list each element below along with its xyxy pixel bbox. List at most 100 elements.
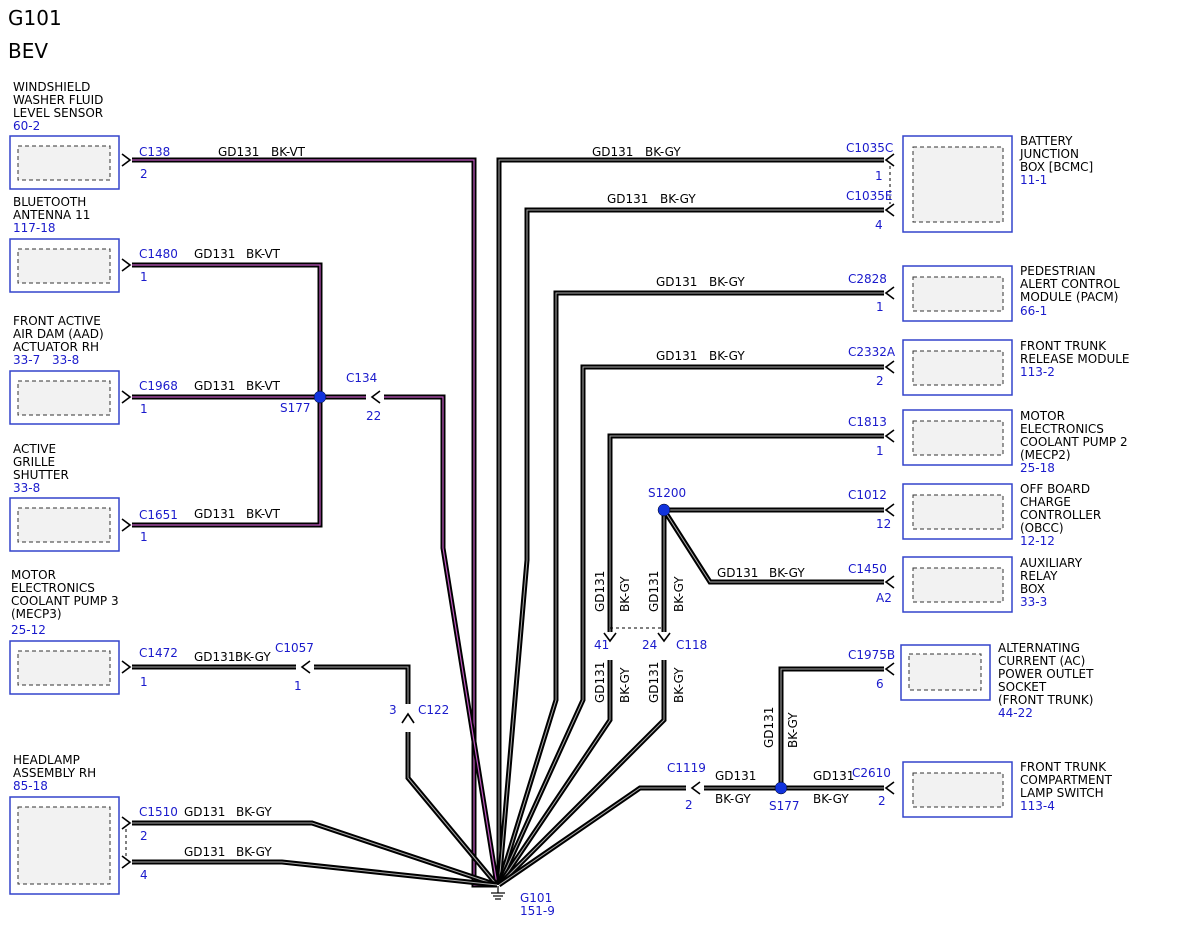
svg-text:ELECTRONICS: ELECTRONICS — [11, 581, 95, 595]
splice-s177-lower: S177 — [769, 781, 800, 813]
svg-text:GD131: GD131 — [647, 571, 661, 612]
svg-text:GD131: GD131 — [647, 662, 661, 703]
svg-text:2: 2 — [140, 829, 148, 843]
svg-text:60-2: 60-2 — [13, 119, 40, 133]
svg-text:1: 1 — [140, 530, 148, 544]
svg-text:OFF BOARD: OFF BOARD — [1020, 482, 1090, 496]
svg-text:GD131: GD131 — [607, 192, 648, 206]
svg-text:WINDSHIELD: WINDSHIELD — [13, 80, 90, 94]
svg-text:BK-GY: BK-GY — [715, 792, 751, 806]
pin-label: 2 — [140, 167, 148, 181]
svg-text:LAMP SWITCH: LAMP SWITCH — [1020, 786, 1104, 800]
svg-text:FRONT ACTIVE: FRONT ACTIVE — [13, 314, 101, 328]
svg-text:33-8: 33-8 — [52, 353, 79, 367]
svg-text:25-18: 25-18 — [1020, 461, 1055, 475]
svg-text:BK-GY: BK-GY — [672, 667, 686, 703]
connector-label: C138 — [139, 145, 170, 159]
svg-text:(MECP2): (MECP2) — [1020, 448, 1071, 462]
svg-text:GD131: GD131 — [218, 145, 259, 159]
svg-text:113-2: 113-2 — [1020, 365, 1055, 379]
svg-text:POWER OUTLET: POWER OUTLET — [998, 667, 1094, 681]
svg-text:C1450: C1450 — [848, 562, 887, 576]
svg-text:3: 3 — [389, 703, 397, 717]
svg-text:C1968: C1968 — [139, 379, 178, 393]
ground-name: G101 — [520, 891, 552, 905]
svg-text:C1510: C1510 — [139, 805, 178, 819]
svg-text:4: 4 — [875, 218, 883, 232]
svg-text:MOTOR: MOTOR — [1020, 409, 1065, 423]
svg-text:(OBCC): (OBCC) — [1020, 521, 1064, 535]
svg-text:PEDESTRIAN: PEDESTRIAN — [1020, 264, 1096, 278]
svg-text:FRONT TRUNK: FRONT TRUNK — [1020, 760, 1107, 774]
ground-ref: 151-9 — [520, 904, 555, 918]
splice-s1200: S1200 — [648, 486, 686, 517]
svg-text:S1200: S1200 — [648, 486, 686, 500]
svg-text:GD131: GD131 — [194, 379, 235, 393]
svg-text:ASSEMBLY RH: ASSEMBLY RH — [13, 766, 96, 780]
svg-text:FRONT TRUNK: FRONT TRUNK — [1020, 339, 1107, 353]
svg-text:BK-GY: BK-GY — [236, 805, 272, 819]
svg-text:GD131: GD131 — [184, 805, 225, 819]
svg-text:113-4: 113-4 — [1020, 799, 1055, 813]
svg-text:11-1: 11-1 — [1020, 173, 1047, 187]
svg-text:BATTERY: BATTERY — [1020, 134, 1073, 148]
svg-text:6: 6 — [876, 677, 884, 691]
svg-text:HEADLAMP: HEADLAMP — [13, 753, 80, 767]
svg-text:CONTROLLER: CONTROLLER — [1020, 508, 1101, 522]
svg-text:COOLANT PUMP 3: COOLANT PUMP 3 — [11, 594, 119, 608]
inline-connector-c1057: C1057 1 — [275, 641, 314, 693]
component-pedestrian-alert: C2828 1 PEDESTRIAN ALERT CONTROL MODULE … — [848, 264, 1120, 322]
svg-text:BK-GY: BK-GY — [235, 650, 271, 664]
svg-text:41: 41 — [594, 638, 609, 652]
svg-text:BK-GY: BK-GY — [813, 792, 849, 806]
component-coolant-pump-2: C1813 1 MOTOR ELECTRONICS COOLANT PUMP 2… — [848, 409, 1128, 475]
svg-text:2: 2 — [878, 794, 886, 808]
svg-text:85-18: 85-18 — [13, 779, 48, 793]
component-obcc: C1012 12 OFF BOARD CHARGE CONTROLLER (OB… — [848, 482, 1101, 548]
svg-text:RELAY: RELAY — [1020, 569, 1058, 583]
svg-text:33-8: 33-8 — [13, 481, 40, 495]
svg-text:C1035C: C1035C — [846, 141, 893, 155]
component-headlamp: HEADLAMP ASSEMBLY RH 85-18 C1510 2 4 — [9, 753, 178, 895]
svg-text:ALERT CONTROL: ALERT CONTROL — [1020, 277, 1120, 291]
ground-symbol: G101 151-9 — [491, 886, 555, 918]
svg-text:GD131: GD131 — [194, 247, 235, 261]
component-front-air-dam: FRONT ACTIVE AIR DAM (AAD) ACTUATOR RH 3… — [9, 314, 178, 425]
svg-text:COMPARTMENT: COMPARTMENT — [1020, 773, 1113, 787]
svg-text:C1119: C1119 — [667, 761, 706, 775]
svg-text:GD131: GD131 — [717, 566, 758, 580]
svg-text:C1651: C1651 — [139, 508, 178, 522]
svg-text:C122: C122 — [418, 703, 449, 717]
svg-text:BK-GY: BK-GY — [618, 667, 632, 703]
svg-text:LEVEL SENSOR: LEVEL SENSOR — [13, 106, 103, 120]
svg-text:12-12: 12-12 — [1020, 534, 1055, 548]
inline-connector-c134: C134 22 — [346, 371, 381, 423]
svg-text:1: 1 — [294, 679, 302, 693]
svg-text:12: 12 — [876, 517, 891, 531]
svg-text:C1012: C1012 — [848, 488, 887, 502]
component-coolant-pump-3: MOTOR ELECTRONICS COOLANT PUMP 3 (MECP3)… — [9, 568, 178, 695]
svg-text:BK-VT: BK-VT — [246, 507, 281, 521]
svg-text:1: 1 — [875, 169, 883, 183]
inline-connector-c122: C122 3 — [389, 703, 449, 724]
svg-text:RELEASE MODULE: RELEASE MODULE — [1020, 352, 1130, 366]
svg-text:1: 1 — [876, 444, 884, 458]
svg-text:C2828: C2828 — [848, 272, 887, 286]
svg-text:117-18: 117-18 — [13, 221, 56, 235]
svg-text:GD131: GD131 — [762, 707, 776, 748]
svg-text:JUNCTION: JUNCTION — [1019, 147, 1079, 161]
svg-text:4: 4 — [140, 868, 148, 882]
ground-title: G101 — [8, 6, 62, 30]
wires-bk-gy — [132, 157, 884, 888]
svg-text:CHARGE: CHARGE — [1020, 495, 1071, 509]
svg-text:BK-VT: BK-VT — [246, 247, 281, 261]
component-grille-shutter: ACTIVE GRILLE SHUTTER 33-8 C1651 1 — [9, 442, 178, 552]
svg-text:BK-VT: BK-VT — [246, 379, 281, 393]
svg-text:ELECTRONICS: ELECTRONICS — [1020, 422, 1104, 436]
svg-text:MODULE (PACM): MODULE (PACM) — [1020, 290, 1118, 304]
svg-text:BK-GY: BK-GY — [236, 845, 272, 859]
svg-text:GD131: GD131 — [656, 275, 697, 289]
svg-text:BK-GY: BK-GY — [672, 576, 686, 612]
svg-text:C1813: C1813 — [848, 415, 887, 429]
